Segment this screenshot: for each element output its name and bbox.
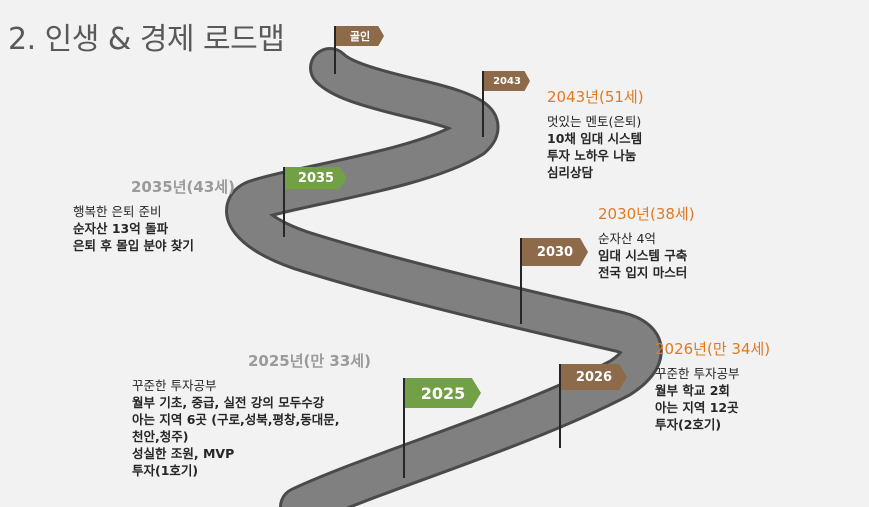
milestone-line: 꾸준한 투자공부 [655, 366, 740, 381]
flag-2043-label: 2043 [493, 75, 521, 87]
flag-icon: 골인 [336, 26, 384, 46]
milestone-2035: 2035년(43세) 행복한 은퇴 준비 순자산 13억 돌파 은퇴 후 몰입 … [73, 176, 235, 254]
milestone-line: 심리상담 [547, 165, 594, 180]
milestone-line: 성실한 조원, MVP [132, 446, 235, 461]
milestone-line: 월부 학교 2회 [655, 383, 730, 398]
milestone-line: 월부 기초, 중급, 실전 강의 모두수강 [132, 395, 325, 410]
milestone-line: 멋있는 멘토(은퇴) [547, 114, 642, 129]
milestone-line: 은퇴 후 몰입 분야 찾기 [73, 238, 194, 253]
flag-pole [482, 71, 484, 137]
flag-2030-label: 2030 [536, 244, 574, 260]
milestone-line: 투자(1호기) [132, 463, 199, 478]
flag-icon: 2025 [405, 378, 481, 408]
milestone-2025: 2025년(만 33세) 꾸준한 투자공부 월부 기초, 중급, 실전 강의 모… [132, 350, 371, 479]
page-title: 2. 인생 & 경제 로드맵 [8, 22, 285, 57]
flag-pole [559, 364, 561, 448]
flag-icon: 2043 [484, 71, 530, 91]
milestone-line: 행복한 은퇴 준비 [73, 204, 162, 219]
flag-pole [520, 238, 522, 324]
milestone-line: 아는 지역 12곳 [655, 400, 739, 415]
milestone-year: 2043년(51세) [547, 88, 644, 106]
milestone-line: 10채 임대 시스템 [547, 131, 643, 146]
milestone-line: 천안,청주) [132, 429, 189, 444]
milestone-2026: 2026년(만 34세) 꾸준한 투자공부 월부 학교 2회 아는 지역 12곳… [655, 338, 770, 433]
flag-2025-label: 2025 [420, 383, 466, 403]
milestone-line: 순자산 13억 돌파 [73, 221, 169, 236]
road-surface [228, 50, 660, 507]
flag-pole [403, 378, 405, 478]
flag-2035-label: 2035 [297, 170, 335, 186]
flag-icon: 2026 [561, 364, 627, 390]
flag-icon: 2030 [522, 238, 588, 266]
milestone-line: 투자 노하우 나눔 [547, 148, 637, 163]
flag-pole [334, 26, 336, 74]
milestone-line: 전국 입지 마스터 [598, 265, 688, 280]
milestone-year: 2030년(38세) [598, 205, 695, 223]
flag-2026-label: 2026 [575, 369, 613, 385]
flag-pole [283, 167, 285, 237]
milestone-line: 순자산 4억 [598, 231, 656, 246]
milestone-line: 임대 시스템 구축 [598, 248, 688, 263]
milestone-line: 투자(2호기) [655, 417, 722, 432]
flag-icon: 2035 [285, 167, 347, 189]
milestone-2030: 2030년(38세) 순자산 4억 임대 시스템 구축 전국 입지 마스터 [598, 203, 695, 281]
milestone-2043: 2043년(51세) 멋있는 멘토(은퇴) 10채 임대 시스템 투자 노하우 … [547, 86, 644, 181]
milestone-year: 2026년(만 34세) [655, 340, 771, 358]
flag-goal-label: 골인 [349, 30, 371, 43]
milestone-line: 아는 지역 6곳 (구로,성북,평창,동대문, [132, 412, 340, 427]
milestone-year: 2035년(43세) [131, 178, 235, 196]
milestone-year: 2025년(만 33세) [248, 352, 371, 370]
milestone-line: 꾸준한 투자공부 [132, 378, 217, 393]
